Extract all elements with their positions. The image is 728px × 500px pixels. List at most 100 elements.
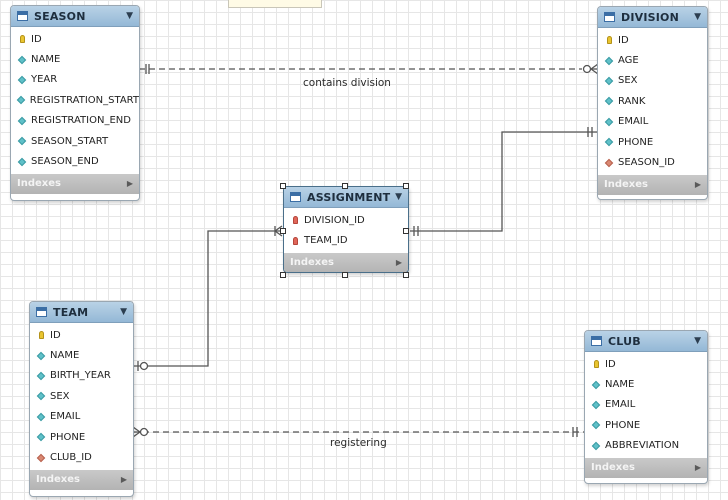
column-name: ID: [50, 329, 61, 341]
table-title: CLUB: [608, 334, 641, 348]
resize-handle[interactable]: [403, 228, 409, 234]
column-row[interactable]: AGE: [598, 50, 707, 70]
triangle-down-icon[interactable]: ▼: [120, 307, 127, 317]
diamond-icon: [604, 76, 614, 86]
indexes-section[interactable]: Indexes ▶: [11, 173, 139, 194]
column-row[interactable]: ID: [30, 325, 133, 345]
triangle-down-icon[interactable]: ▼: [395, 192, 402, 202]
column-row[interactable]: SEASON_START: [11, 131, 139, 151]
column-row[interactable]: REGISTRATION_END: [11, 111, 139, 131]
diamond-icon: [591, 421, 601, 430]
column-name: TEAM_ID: [304, 235, 348, 247]
triangle-right-icon[interactable]: ▶: [395, 258, 402, 268]
table-season[interactable]: SEASON ▼ ID NAME YEAR REGISTRATION_START…: [10, 5, 140, 201]
triangle-right-icon[interactable]: ▶: [120, 475, 127, 485]
assignment-division-relationship[interactable]: [410, 127, 598, 236]
indexes-label: Indexes: [36, 474, 80, 486]
column-name: ID: [605, 358, 616, 370]
table-title: ASSIGNMENT: [307, 190, 391, 204]
resize-handle[interactable]: [342, 183, 348, 189]
column-row[interactable]: SEX: [598, 71, 707, 91]
triangle-right-icon[interactable]: ▶: [126, 179, 133, 189]
note-box[interactable]: [228, 0, 322, 8]
table-icon: [36, 307, 47, 317]
team-assignment-relationship[interactable]: [133, 225, 283, 371]
relationship-label-registering[interactable]: registering: [330, 437, 387, 449]
diamond-icon: [591, 380, 601, 389]
column-row[interactable]: BIRTH_YEAR: [30, 366, 133, 386]
triangle-down-icon[interactable]: ▼: [694, 12, 701, 22]
column-row[interactable]: PHONE: [30, 427, 133, 447]
column-row[interactable]: RANK: [598, 91, 707, 111]
column-row[interactable]: DIVISION_ID: [284, 210, 408, 230]
column-name: EMAIL: [605, 399, 636, 411]
resize-handle[interactable]: [280, 228, 286, 234]
diamond-icon: [604, 97, 614, 106]
column-row[interactable]: YEAR: [11, 70, 139, 90]
column-row[interactable]: CLUB_ID: [30, 447, 133, 467]
column-name: PHONE: [618, 136, 654, 148]
column-row[interactable]: PHONE: [598, 132, 707, 152]
triangle-down-icon[interactable]: ▼: [694, 336, 701, 346]
resize-handle[interactable]: [342, 272, 348, 278]
relationship-label-contains-division[interactable]: contains division: [303, 77, 391, 89]
table-team[interactable]: TEAM ▼ ID NAME BIRTH_YEAR SEX EMAIL PHON…: [29, 301, 134, 497]
triangle-down-icon[interactable]: ▼: [126, 11, 133, 21]
column-row[interactable]: ID: [598, 30, 707, 50]
indexes-section[interactable]: Indexes ▶: [30, 469, 133, 490]
column-name: ID: [31, 33, 42, 45]
column-name: AGE: [618, 55, 639, 67]
table-header[interactable]: CLUB ▼: [585, 331, 707, 352]
team-club-relationship[interactable]: [132, 426, 584, 438]
column-row[interactable]: NAME: [30, 345, 133, 365]
column-row[interactable]: TEAM_ID: [284, 230, 408, 250]
resize-handle[interactable]: [403, 183, 409, 189]
column-row[interactable]: ID: [585, 354, 707, 374]
column-name: SEASON_END: [31, 156, 99, 168]
indexes-section[interactable]: Indexes ▶: [284, 252, 408, 272]
table-header[interactable]: DIVISION ▼: [598, 7, 707, 28]
column-row[interactable]: SEASON_END: [11, 151, 139, 171]
resize-handle[interactable]: [280, 272, 286, 278]
table-icon: [17, 11, 28, 21]
table-division[interactable]: DIVISION ▼ ID AGE SEX RANK EMAIL PHONE S…: [597, 6, 708, 200]
column-name: REGISTRATION_START: [29, 94, 139, 106]
indexes-section[interactable]: Indexes ▶: [598, 174, 707, 195]
column-row[interactable]: EMAIL: [585, 395, 707, 415]
table-header[interactable]: ASSIGNMENT ▼: [284, 187, 408, 208]
table-assignment[interactable]: ASSIGNMENT ▼ DIVISION_ID TEAM_ID Indexes…: [283, 186, 409, 273]
table-header[interactable]: TEAM ▼: [30, 302, 133, 323]
diamond-icon: [604, 137, 614, 147]
foreign-key-icon: [292, 216, 298, 225]
diamond-icon: [17, 136, 27, 146]
key-icon: [593, 360, 599, 369]
column-row[interactable]: EMAIL: [30, 407, 133, 427]
column-row[interactable]: EMAIL: [598, 112, 707, 132]
column-name: NAME: [50, 350, 80, 362]
diamond-icon: [591, 400, 601, 410]
column-row[interactable]: SEASON_ID: [598, 152, 707, 172]
column-name: SEX: [618, 75, 638, 87]
table-club[interactable]: CLUB ▼ ID NAME EMAIL PHONE ABBREVIATION …: [584, 330, 708, 484]
column-row[interactable]: ABBREVIATION: [585, 436, 707, 456]
diamond-icon: [591, 441, 601, 450]
foreign-key-diamond-icon: [604, 158, 614, 167]
season-division-relationship[interactable]: [139, 63, 599, 75]
column-row[interactable]: NAME: [11, 49, 139, 69]
column-name: CLUB_ID: [50, 452, 92, 464]
indexes-section[interactable]: Indexes ▶: [585, 457, 707, 478]
column-name: EMAIL: [50, 411, 81, 423]
table-header[interactable]: SEASON ▼: [11, 6, 139, 27]
resize-handle[interactable]: [280, 183, 286, 189]
column-row[interactable]: NAME: [585, 374, 707, 394]
diamond-icon: [17, 75, 27, 85]
column-row[interactable]: SEX: [30, 386, 133, 406]
triangle-right-icon[interactable]: ▶: [694, 180, 701, 190]
column-row[interactable]: ID: [11, 29, 139, 49]
column-row[interactable]: REGISTRATION_START: [11, 90, 139, 110]
triangle-right-icon[interactable]: ▶: [694, 463, 701, 473]
diamond-icon: [604, 56, 614, 65]
column-row[interactable]: PHONE: [585, 415, 707, 435]
resize-handle[interactable]: [403, 272, 409, 278]
